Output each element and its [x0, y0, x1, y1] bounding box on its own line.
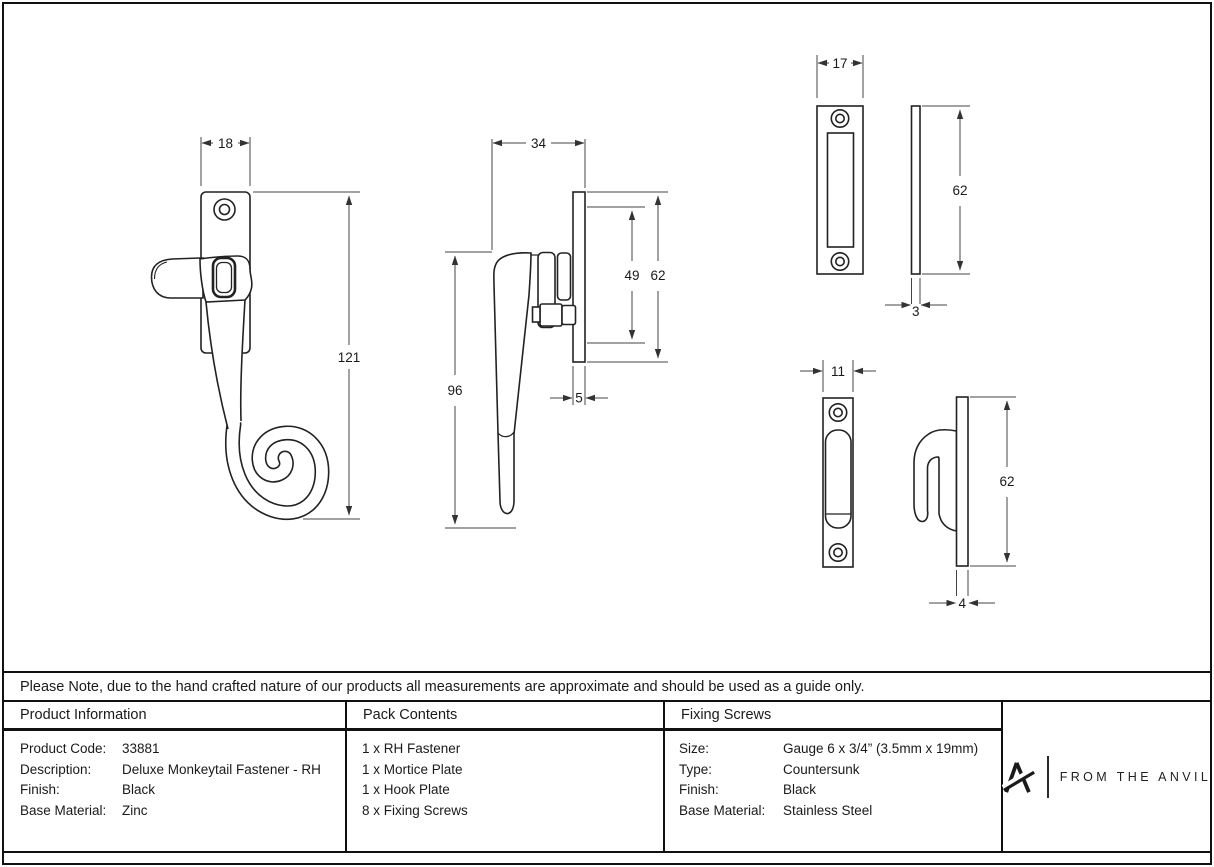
- table-row: Base Material: Zinc: [4, 801, 345, 822]
- hook-plate-dimensions: [800, 360, 1016, 610]
- list-item: 8 x Fixing Screws: [362, 802, 468, 818]
- dim-width: 11: [831, 364, 845, 379]
- spec-label: Finish:: [20, 782, 60, 798]
- table-row: Product Code: 33881: [4, 739, 345, 760]
- mortice-plate-dimensions: [816, 55, 970, 318]
- spec-label: Size:: [679, 741, 710, 756]
- brand-logo: FROM THE ANVIL: [1001, 755, 1212, 798]
- screw-hole: [213, 198, 236, 221]
- mortice-slot: [826, 132, 855, 248]
- dim-height: 62: [999, 474, 1014, 489]
- technical-drawings: 18 121: [150, 55, 1016, 611]
- screw-hole: [830, 252, 850, 272]
- dim-width: 17: [832, 56, 847, 71]
- list-item: 1 x RH Fastener: [362, 741, 461, 756]
- list-item: 1 x Mortice Plate: [362, 761, 463, 777]
- hook-plate-front: [822, 397, 854, 568]
- spec-value: Stainless Steel: [783, 802, 873, 818]
- hook: [913, 428, 958, 532]
- pack-contents-column: Pack Contents 1 x RH Fastener 1 x Mortic…: [345, 702, 665, 851]
- product-information-column: Product Information Product Code: 33881 …: [4, 702, 345, 851]
- hook-slot: [824, 429, 852, 529]
- spec-value: Zinc: [122, 802, 148, 818]
- spec-label: Product Code:: [20, 741, 107, 756]
- mortice-plate-views: [816, 105, 921, 275]
- hook-plate-side: [955, 396, 969, 567]
- pack-contents-header: Pack Contents: [347, 702, 665, 731]
- table-row: Base Material: Stainless Steel: [665, 801, 1003, 822]
- brand-cell: FROM THE ANVIL: [1001, 702, 1210, 851]
- plate-side: [572, 191, 586, 363]
- fastener-side-view: [493, 191, 586, 515]
- screw-hole: [830, 109, 850, 129]
- mortice-plate-side: [910, 105, 921, 275]
- dim-width: 34: [531, 136, 547, 151]
- spec-label: Base Material:: [20, 802, 107, 818]
- table-row: Size: Gauge 6 x 3/4” (3.5mm x 19mm): [665, 739, 1003, 760]
- spec-label: Description:: [20, 761, 92, 777]
- measurement-note: Please Note, due to the hand crafted nat…: [4, 671, 1210, 702]
- spec-value: Deluxe Monkeytail Fastener - RH: [122, 761, 321, 777]
- hook-plate-views: [822, 396, 969, 568]
- mortice-plate-front: [816, 105, 864, 275]
- anvil-logo-icon: [1001, 761, 1036, 793]
- spec-value: Black: [122, 782, 156, 798]
- dim-height: 121: [338, 350, 361, 365]
- dim-height: 62: [952, 183, 967, 198]
- screw-hole-inner: [218, 203, 231, 216]
- table-row: Type: Countersunk: [665, 760, 1003, 781]
- table-row: Description: Deluxe Monkeytail Fastener …: [4, 760, 345, 781]
- spec-label: Finish:: [679, 782, 719, 798]
- spindle-boss: [211, 256, 237, 299]
- spec-value: 33881: [122, 741, 160, 756]
- note-text: Please Note, due to the hand crafted nat…: [20, 678, 865, 695]
- fastener-front-dimensions: [200, 137, 360, 520]
- product-information-header: Product Information: [4, 702, 345, 731]
- catch-piece: [150, 257, 204, 299]
- screw-hole: [828, 542, 848, 562]
- dim-handle-height: 96: [447, 383, 462, 398]
- fastener-side-dimensions: [445, 139, 668, 529]
- info-table: Product Information Product Code: 33881 …: [4, 702, 1210, 853]
- fixing-screws-column: Fixing Screws Size: Gauge 6 x 3/4” (3.5m…: [663, 702, 1003, 851]
- brand-name: FROM THE ANVIL: [1059, 769, 1212, 784]
- dim-inner-height: 49: [624, 268, 639, 283]
- monkeytail-body: [226, 418, 328, 519]
- spec-value: Gauge 6 x 3/4” (3.5mm x 19mm): [783, 741, 979, 756]
- dim-plate-thickness: 5: [575, 391, 583, 406]
- dim-thickness: 4: [959, 596, 967, 611]
- dim-width: 18: [218, 136, 233, 151]
- fixing-screws-header: Fixing Screws: [665, 702, 1003, 731]
- spec-value: Black: [783, 782, 817, 798]
- spec-label: Type:: [679, 761, 713, 777]
- spec-value: Countersunk: [783, 761, 860, 777]
- fastener-front-view: [150, 191, 330, 521]
- list-item: 1 x Hook Plate: [362, 782, 450, 798]
- spindle-block: [539, 303, 563, 327]
- table-row: Finish: Black: [4, 780, 345, 801]
- table-row: Finish: Black: [665, 780, 1003, 801]
- screw-hole: [828, 402, 848, 422]
- dim-height: 62: [650, 268, 665, 283]
- dim-thickness: 3: [912, 304, 920, 319]
- spec-label: Base Material:: [679, 802, 766, 818]
- handle-side: [493, 252, 532, 515]
- brand-divider: [1046, 755, 1049, 798]
